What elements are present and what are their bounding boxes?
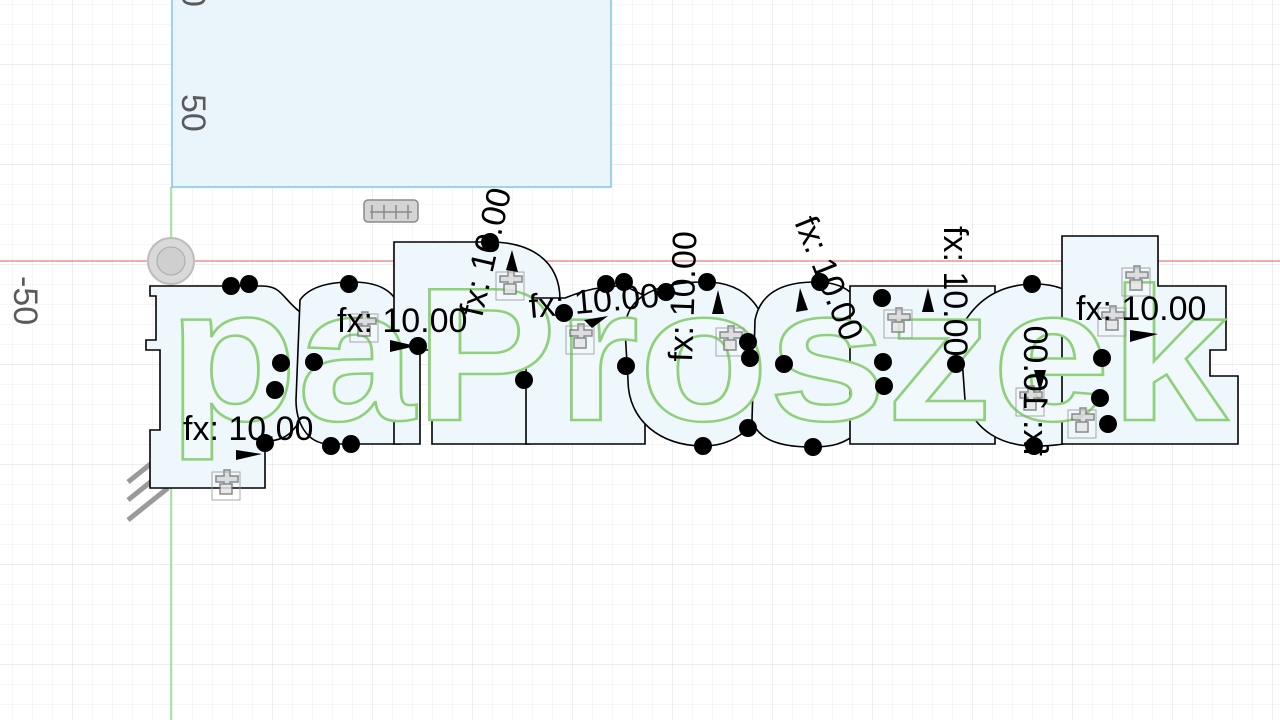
sketch-text-paProszek[interactable]: paProszek [167,248,1230,463]
dimension-label-9[interactable]: fx: 10.00 [1076,290,1206,328]
ruler-left-value: -50 [6,276,44,325]
dimension-arrows [236,250,1158,460]
plane-ruler-value: 50 [174,94,212,132]
dimension-label-2[interactable]: fx: 10.00 [337,302,467,340]
sketch-points[interactable] [222,233,1117,456]
dimension-label-8[interactable]: fx: 10.00 [1016,326,1054,456]
dimension-label-1[interactable]: fx: 10.00 [183,410,313,448]
coincident-glyph-top[interactable] [363,199,419,223]
plane-ruler-value-top: 0 [174,0,212,7]
origin-marker-center [156,246,186,276]
construction-plane[interactable] [171,0,612,188]
dimension-label-7[interactable]: fx: 10.00 [936,226,974,356]
